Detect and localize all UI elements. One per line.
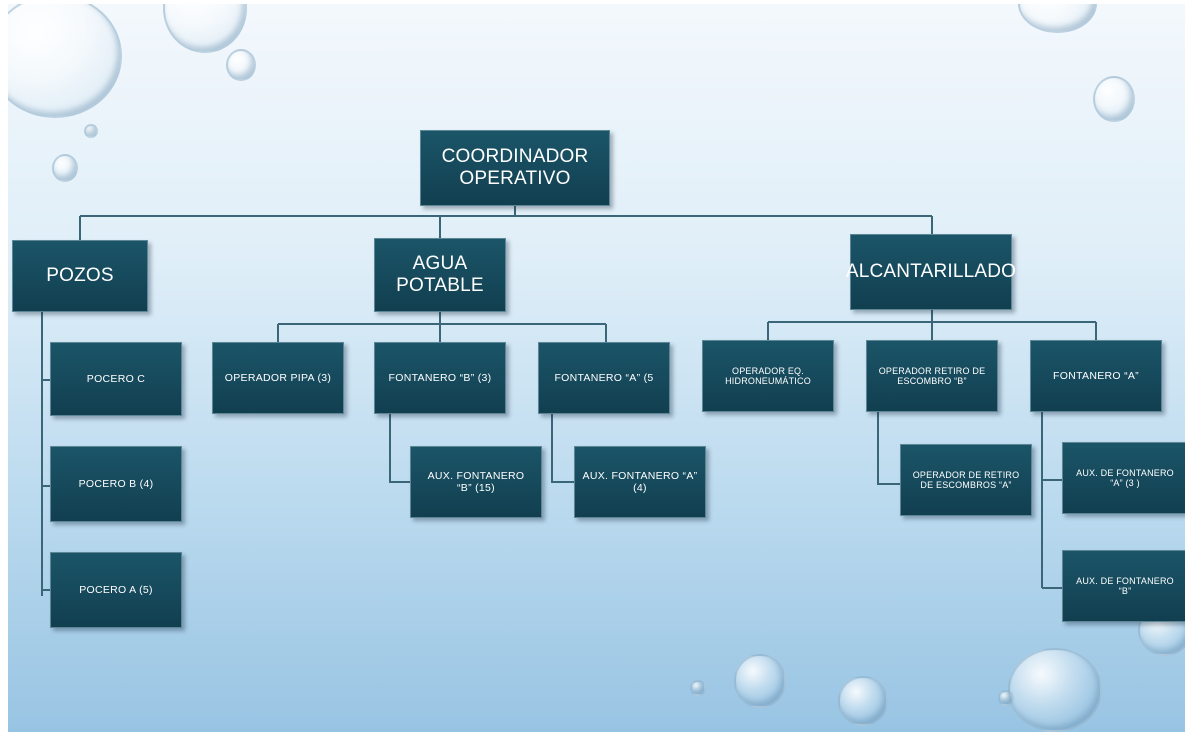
node-label: POCERO C <box>86 372 146 385</box>
node-label: OPERADOR EQ. HIDRONEUMÁTICO <box>725 365 811 386</box>
node-aux-fontanero-a-alcantarillado: AUX. DE FONTANERO “A” (3 ) <box>1062 442 1185 514</box>
water-drop-decoration <box>838 676 888 726</box>
node-pocero-a: POCERO A (5) <box>50 552 182 628</box>
node-label: OPERADOR PIPA (3) <box>224 371 332 384</box>
node-operador-pipa: OPERADOR PIPA (3) <box>212 342 344 414</box>
water-drop-decoration <box>84 124 98 138</box>
node-label: AUX. DE FONTANERO “A” (3 ) <box>1076 467 1174 488</box>
water-drop-decoration <box>1093 76 1135 122</box>
water-drop-decoration <box>8 4 122 118</box>
connector-agua-aux <box>389 414 574 483</box>
connector-lines <box>41 206 1097 596</box>
node-label: AUX. DE FONTANERO “B” <box>1076 575 1174 596</box>
node-aux-fontanero-b: AUX. FONTANERO “B” (15) <box>410 446 542 518</box>
slide-background: COORDINADOR OPERATIVO POZOS AGUA POTABLE… <box>8 4 1185 732</box>
node-label: POCERO A (5) <box>79 583 153 596</box>
node-label: FONTANERO “A” <box>1053 369 1139 382</box>
node-operador-retiro-escombro-b: OPERADOR RETIRO DE ESCOMBRO “B” <box>866 340 998 412</box>
node-fontanero-b: FONTANERO “B” (3) <box>374 342 506 414</box>
water-drop-decoration <box>690 680 706 696</box>
node-coordinador-operativo: COORDINADOR OPERATIVO <box>420 130 610 206</box>
node-operador-eq-hidroneumatico: OPERADOR EQ. HIDRONEUMÁTICO <box>702 340 834 412</box>
node-fontanero-a-alcantarillado: FONTANERO “A” <box>1030 340 1162 412</box>
node-label: FONTANERO “B” (3) <box>388 371 492 384</box>
node-label: OPERADOR RETIRO DE ESCOMBRO “B” <box>878 365 986 386</box>
connector-alcantarillado-children <box>767 310 1097 340</box>
connector-agua-children <box>277 312 607 342</box>
node-pocero-b: POCERO B (4) <box>50 446 182 522</box>
node-pozos: POZOS <box>12 240 148 312</box>
node-label: POZOS <box>46 265 114 287</box>
node-aux-fontanero-a: AUX. FONTANERO “A” (4) <box>574 446 706 518</box>
node-pocero-c: POCERO C <box>50 342 182 416</box>
node-label: POCERO B (4) <box>78 477 154 490</box>
node-label: AUX. FONTANERO “A” (4) <box>582 469 698 494</box>
node-operador-retiro-escombros-a: OPERADOR DE RETIRO DE ESCOMBROS “A” <box>900 444 1032 516</box>
water-drop-decoration <box>998 690 1014 706</box>
connector-alcantarillado-aux <box>877 412 1062 589</box>
connector-root-departments <box>79 206 933 240</box>
water-drop-decoration <box>1008 648 1102 732</box>
node-alcantarillado: ALCANTARILLADO <box>846 234 1016 310</box>
water-drop-decoration <box>52 154 78 182</box>
node-label: AGUA POTABLE <box>396 253 484 296</box>
node-label: ALCANTARILLADO <box>845 261 1017 283</box>
node-label: FONTANERO “A” (5 <box>554 371 654 384</box>
node-label: AUX. FONTANERO “B” (15) <box>427 469 525 494</box>
water-drop-decoration <box>734 654 786 708</box>
node-label: COORDINADOR OPERATIVO <box>441 146 589 189</box>
node-label: OPERADOR DE RETIRO DE ESCOMBROS “A” <box>912 469 1020 490</box>
node-fontanero-a-agua: FONTANERO “A” (5 <box>538 342 670 414</box>
connector-pozos-children <box>41 312 50 596</box>
node-agua-potable: AGUA POTABLE <box>374 238 506 312</box>
water-drop-decoration <box>226 49 256 81</box>
node-aux-fontanero-b-alcantarillado: AUX. DE FONTANERO “B” <box>1062 550 1185 622</box>
